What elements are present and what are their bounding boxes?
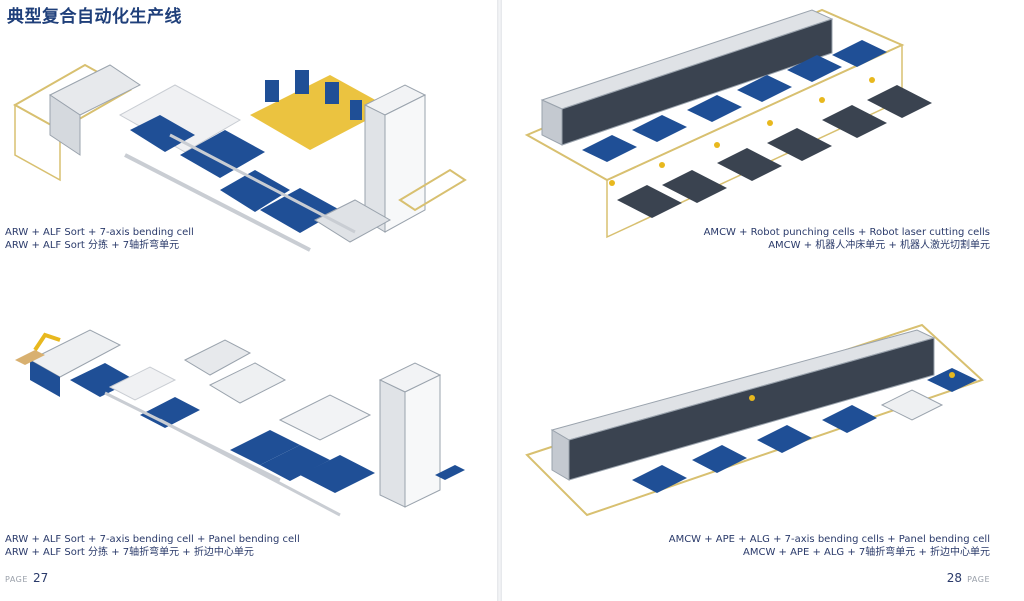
caption-cell-1-en: ARW + ALF Sort + 7-axis bending cell (5, 227, 194, 238)
page-right: AMCW + Robot punching cells + Robot lase… (502, 0, 1024, 601)
caption-cell-3-zh: ARW + ALF Sort 分拣 + 7轴折弯单元 + 折边中心单元 (5, 547, 254, 558)
caption-cell-3-en: ARW + ALF Sort + 7-axis bending cell + P… (5, 534, 300, 545)
illustration-arw-alf-bending (12, 63, 467, 252)
caption-cell-2-zh: AMCW + 机器人冲床单元 + 机器人激光切割单元 (768, 240, 990, 251)
illustration-amcw-punching-laser (524, 8, 932, 239)
page-number-value-left: 27 (33, 571, 49, 585)
page-number-value-right: 28 (946, 571, 962, 585)
caption-cell-4-zh: AMCW + APE + ALG + 7轴折弯单元 + 折边中心单元 (743, 547, 990, 558)
page-number-left: PAGE 27 (5, 567, 48, 586)
caption-cell-2-en: AMCW + Robot punching cells + Robot lase… (703, 227, 990, 238)
page-label-right: PAGE (967, 575, 990, 584)
illustration-amcw-ape-alg-bending-panel (525, 323, 984, 517)
caption-cell-1-zh: ARW + ALF Sort 分拣 + 7轴折弯单元 (5, 240, 180, 251)
book-spine (497, 0, 502, 601)
illustration-arw-alf-bending-panel (15, 329, 465, 517)
caption-cell-4-en: AMCW + APE + ALG + 7-axis bending cells … (668, 534, 990, 545)
page-label-left: PAGE (5, 575, 28, 584)
page-heading: 典型复合自动化生产线 (7, 7, 182, 27)
page-number-right: 28 PAGE (947, 567, 990, 586)
page-left: 典型复合自动化生产线 ARW + ALF Sort + 7-axis bendi… (0, 0, 497, 601)
